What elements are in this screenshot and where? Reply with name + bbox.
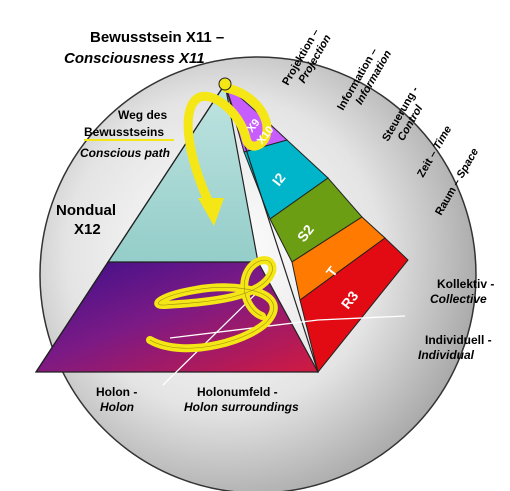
path-label-de2: Bewusstseins [84,125,164,139]
collective-divider-line [169,319,319,339]
apex-dot [218,77,232,91]
title-line2: Consciousness X11 [64,50,205,67]
level-zeit-en: Time [431,124,454,152]
pyramid-left-edge [35,83,226,373]
level-raum-en: Space [455,146,482,180]
band-r3 [299,237,409,374]
holon-de: Holon - [96,385,137,399]
holon-en: Holon [100,400,134,414]
kollektiv-en: Collective [430,292,487,306]
path-label-en: Conscious path [80,146,170,160]
title-line1: Bewusstsein X11 – [90,29,224,46]
holonumfeld-de: Holonumfeld - [197,385,278,399]
arrow-head [198,198,224,226]
individuell-de: Individuell - [425,333,492,347]
individuell-en: Individual [418,348,475,362]
conscious-path-arrow [183,83,272,210]
nondual-line2: X12 [74,221,101,238]
nondual-line1: Nondual [56,202,116,219]
holonumfeld-en: Holon surroundings [184,400,299,414]
collective-divider-ext [317,315,406,321]
kollektiv-de: Kollektiv - [437,277,494,291]
path-label-de1: Weg des [118,108,167,122]
spiral-outline [149,259,274,349]
